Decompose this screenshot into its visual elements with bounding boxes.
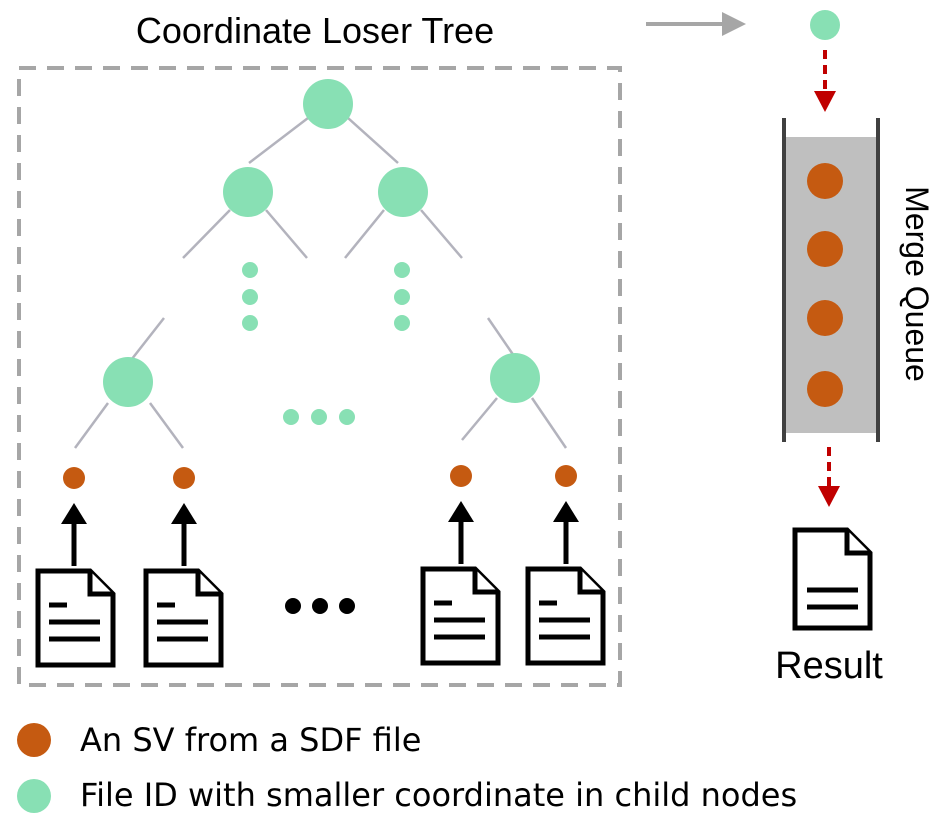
sv-leaf-node <box>173 467 195 489</box>
sv-leaf-node <box>63 467 85 489</box>
sdf-file-icon <box>35 568 116 668</box>
file-ellipsis <box>285 598 355 614</box>
legend-item-sv: An SV from a SDF file <box>80 721 421 759</box>
enqueue-arrow <box>814 50 836 112</box>
tree-node-leafparent-right <box>490 353 540 403</box>
merge-queue <box>782 118 880 442</box>
queue-sv-item <box>807 163 843 199</box>
result-label: Result <box>775 645 883 687</box>
queue-sv-item <box>807 371 843 407</box>
tree-node-level1-left <box>223 167 273 217</box>
sv-leaf-node <box>555 465 577 487</box>
dequeue-arrow <box>818 447 840 507</box>
sdf-file-icon <box>420 566 501 666</box>
sdf-file-icon <box>143 568 224 668</box>
winner-node <box>810 10 840 40</box>
queue-sv-item <box>807 231 843 267</box>
file-to-leaf-arrows <box>61 501 579 566</box>
legend-orange-marker <box>17 723 51 757</box>
tree-edges <box>73 117 568 449</box>
tree-node-level1-right <box>378 167 428 217</box>
tree-node-leafparent-left <box>103 357 153 407</box>
tree-root-node <box>303 79 353 129</box>
legend: An SV from a SDF file File ID with small… <box>17 721 797 814</box>
sv-leaf-node <box>450 465 472 487</box>
sdf-file-icon <box>525 566 606 666</box>
horizontal-ellipsis-nodes <box>283 409 355 425</box>
tree-boundary-box <box>17 66 622 687</box>
merge-queue-label: Merge Queue <box>899 186 935 382</box>
legend-green-marker <box>17 779 51 813</box>
vertical-ellipsis-left <box>242 262 258 331</box>
diagram-title: Coordinate Loser Tree <box>136 10 494 51</box>
legend-item-file-id: File ID with smaller coordinate in child… <box>80 776 797 814</box>
vertical-ellipsis-right <box>394 262 410 331</box>
queue-sv-item <box>807 300 843 336</box>
result-file-icon <box>792 527 873 631</box>
